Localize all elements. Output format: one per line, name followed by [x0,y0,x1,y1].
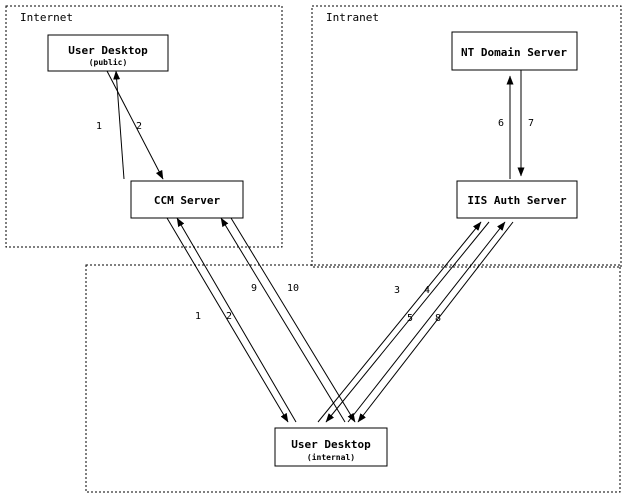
flow-label-9-internal-ccm: 9 [251,283,257,294]
flow-group-public-ccm: 1 2 [96,70,164,180]
flow-label-4-internal-iis: 4 [424,285,430,296]
node-user-desktop-internal-title: User Desktop [291,438,371,451]
flow-label-10-internal-ccm: 10 [287,283,299,294]
node-ccm-server-title: CCM Server [154,194,221,207]
flow-line-8-iis-to-internal [357,221,514,423]
node-iis-auth-server[interactable]: IIS Auth Server [456,180,578,219]
flow-label-6-iis-nt: 6 [498,118,504,129]
flow-label-1-public-ccm: 1 [96,121,102,132]
flow-line-10-ccm-to-internal [230,217,356,423]
flow-line-4-iis-to-internal [325,221,490,423]
node-user-desktop-internal[interactable]: User Desktop (internal) [274,427,388,467]
flow-group-iis-internal-34: 3 4 [317,221,490,423]
zone-internet-boundary [5,5,283,248]
flow-label-3-internal-iis: 3 [394,285,400,296]
node-user-desktop-internal-box[interactable] [274,427,388,467]
flow-line-5-internal-to-iis [347,221,506,423]
zone-intranet-label: Intranet [326,11,379,24]
node-iis-auth-server-box[interactable] [456,180,578,219]
flow-label-2-internal-ccm: 2 [226,311,232,322]
node-user-desktop-public-title: User Desktop [68,44,148,57]
flow-label-7-iis-nt: 7 [528,118,534,129]
flow-group-iis-internal-58: 5 8 [347,221,514,423]
flow-group-iis-nt: 6 7 [498,70,534,179]
node-user-desktop-public-subtitle: (public) [89,57,128,67]
flow-line-1-internal-to-ccm [176,217,297,423]
node-ccm-server-box[interactable] [130,180,244,219]
zone-internet-label: Internet [20,11,73,24]
node-user-desktop-public[interactable]: User Desktop (public) [47,34,169,72]
node-ccm-server[interactable]: CCM Server [130,180,244,219]
flow-line-3-internal-to-iis [317,221,482,423]
flow-group-ccm-internal-12: 1 2 [166,217,297,423]
flow-line-9-internal-to-ccm [220,217,346,423]
flow-line-2-ccm-to-public [113,70,125,180]
node-nt-domain-server-box[interactable] [451,31,578,71]
node-user-desktop-public-box[interactable] [47,34,169,72]
node-iis-auth-server-title: IIS Auth Server [467,194,567,207]
flow-label-2-public-ccm: 2 [136,121,142,132]
node-user-desktop-internal-subtitle: (internal) [307,452,355,462]
flow-label-8-internal-iis: 8 [435,313,441,324]
zone-internal-boundary [85,264,621,493]
flow-line-2-ccm-to-internal-lower [166,217,289,423]
node-nt-domain-server-title: NT Domain Server [461,46,567,59]
flow-group-ccm-internal-910: 9 10 [220,217,356,423]
zone-intranet-boundary [311,5,622,268]
flow-label-1-internal-ccm: 1 [195,311,201,322]
node-nt-domain-server[interactable]: NT Domain Server [451,31,578,71]
flow-label-5-internal-iis: 5 [407,313,413,324]
flow-line-1-public-to-ccm [106,70,164,180]
